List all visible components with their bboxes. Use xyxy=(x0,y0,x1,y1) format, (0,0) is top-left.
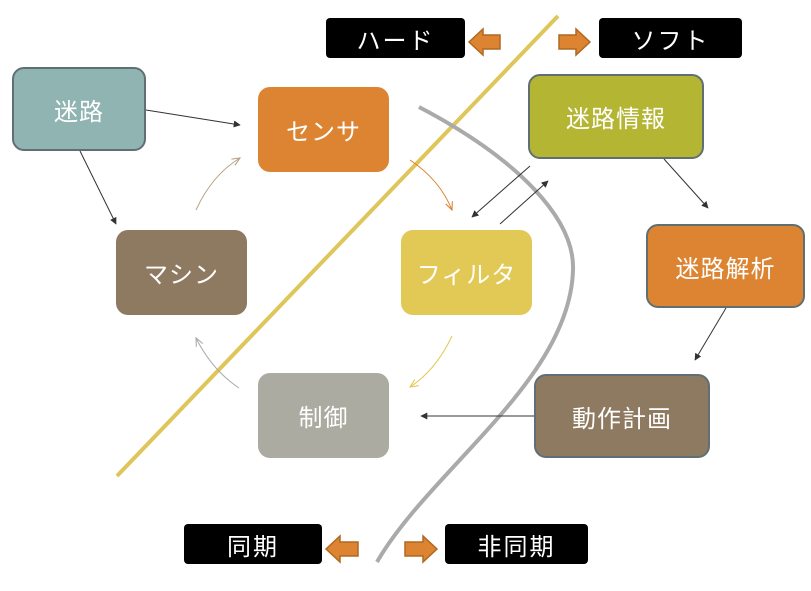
label-sync: 同期 xyxy=(184,524,322,564)
arrow-filter-to-mazeinfo xyxy=(499,180,549,225)
node-maze-info: 迷路情報 xyxy=(528,74,704,159)
node-maze-analysis: 迷路解析 xyxy=(646,224,805,308)
node-maze: 迷路 xyxy=(12,67,146,151)
node-sensor: センサ xyxy=(258,87,389,172)
node-filter: フィルタ xyxy=(401,230,532,315)
left-block-arrow-hard xyxy=(467,27,501,57)
arrow-machine-to-sensor xyxy=(195,158,240,211)
arrow-maze-to-sensor xyxy=(145,109,241,128)
label-hard: ハード xyxy=(326,18,465,58)
arrow-mazeinfo-to-filter xyxy=(471,165,531,218)
label-async: 非同期 xyxy=(445,524,588,564)
label-soft: ソフト xyxy=(599,18,742,58)
right-block-arrow-soft xyxy=(558,27,592,57)
arrow-sensor-to-filter xyxy=(409,159,452,210)
arrow-maze-to-machine xyxy=(79,150,117,225)
arrow-filter-to-control xyxy=(410,335,453,387)
right-block-arrow-async xyxy=(404,534,439,564)
arrow-analysis-to-motionplan xyxy=(694,307,727,361)
node-control: 制御 xyxy=(258,373,389,458)
arrow-mazeinfo-to-analysis xyxy=(663,158,709,209)
left-block-arrow-sync xyxy=(324,534,359,564)
arrow-control-to-machine xyxy=(196,338,240,389)
node-motion-plan: 動作計画 xyxy=(534,374,710,458)
node-machine: マシン xyxy=(116,230,247,315)
hw-sw-divider-line xyxy=(115,14,560,478)
sync-async-divider-curve xyxy=(375,105,576,563)
